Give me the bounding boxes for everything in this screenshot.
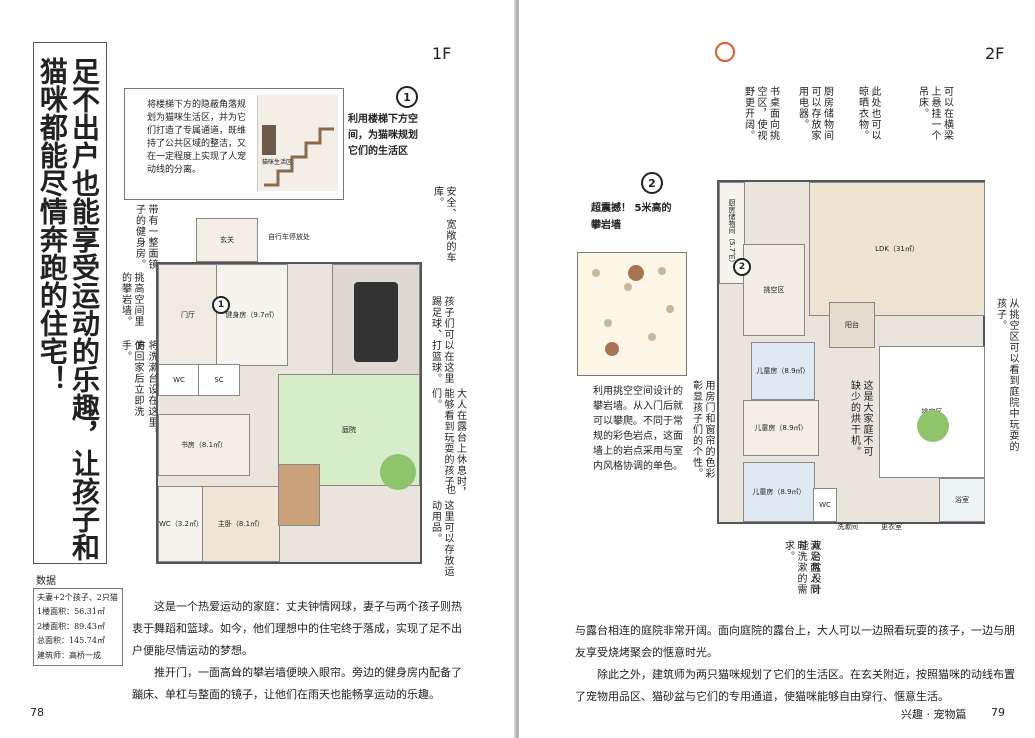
callout1-num: 1	[396, 86, 418, 108]
tree-icon-2f	[917, 410, 949, 442]
room-terrace: 阳台	[829, 302, 875, 348]
note-wash-2: 便回家后立即洗手。	[119, 340, 144, 417]
room-study: 书房（8.1㎡）	[158, 414, 250, 476]
room-master: 主卧（8.1㎡）	[202, 486, 280, 562]
room-kid3: 儿童房（8.9㎡）	[743, 462, 815, 522]
room-wc2: WC（3.2㎡）	[158, 486, 204, 562]
note-hammock: 可以在横梁上悬挂一个吊床。	[916, 86, 953, 141]
body-left-2: 推开门，一面高耸的攀岩墙便映入眼帘。旁边的健身房内配备了蹦床、单杠与整面的镜子，…	[132, 666, 462, 701]
callout1-text: 将楼梯下方的隐蔽角落规划为猫咪生活区，并为它们打造了专属通道，既维持了公共区域的…	[147, 100, 247, 175]
label-wash: 洗漱间	[837, 523, 858, 531]
main-title: 足不出户也能享受运动的乐趣，让孩子和猫咪都能尽情奔跑的住宅！	[35, 57, 101, 561]
body-left-1: 这是一个热爱运动的家庭：丈夫钟情网球，妻子与两个孩子则热衷于舞蹈和篮球。如今，他…	[132, 600, 462, 657]
car-icon	[354, 282, 398, 362]
climbing-holds-icon	[592, 265, 674, 356]
data-total-area: 总面积：145.74㎡	[37, 636, 105, 646]
callout1-heading: 利用楼梯下方空间，为猫咪规划它们的生活区	[348, 114, 418, 157]
room-kid1: 儿童房（8.9㎡）	[751, 342, 815, 400]
plan-marker-2: 2	[733, 258, 751, 276]
note-wash-1: 将洗漱台设在这里，方	[133, 340, 158, 439]
room-bike: 自行车停放处	[268, 233, 310, 241]
note-void-view: 从挑空区可以看到庭院中玩耍的孩子。	[994, 298, 1019, 452]
note-pantry: 厨房储物间可以存放家用电器。	[796, 86, 833, 141]
note-garage: 安全、宽敞的车库。	[431, 186, 456, 263]
room-hall: 门厅	[158, 264, 218, 366]
label-closet: 更衣室	[881, 523, 902, 531]
note-kids-play: 孩子们可以在这里踢足球、打篮球。	[429, 296, 454, 384]
data-2f-area: 2楼面积：89.43㎡	[37, 621, 105, 631]
body-right-2: 除此之外，建筑师为两只猫咪规划了它们的生活区。在玄关附近，按照猫咪的动线布置了宠…	[575, 668, 1015, 703]
data-box: 夫妻+2个孩子、2只猫 1楼面积：56.31㎡ 2楼面积：89.43㎡ 总面积：…	[33, 588, 123, 666]
room-void: 挑空区	[743, 244, 805, 336]
callout2-heading: 超震撼！ 5米高的攀岩墙	[591, 203, 672, 231]
climb-wall-illustration	[577, 252, 687, 376]
room-sc: SC	[198, 364, 240, 396]
room-wc-2f: WC	[813, 488, 837, 522]
floorplan-2f: 厨房储物间（5.7㎡） 挑空区 LDK（31㎡） 阳台 儿童房（8.9㎡） 儿童…	[717, 180, 985, 524]
room-gym: 健身房（9.7㎡）	[216, 264, 288, 366]
note-climb-wall: 挑高空间里的攀岩墙。	[119, 272, 144, 327]
room-ldk: LDK（31㎡）	[809, 182, 985, 316]
note-kids-color: 用房门和窗帘的色彩彰显孩子们的个性。	[690, 380, 715, 479]
floorplan-1f: 门厅 健身房（9.7㎡） 车库 WC SC 书房（8.1㎡） 庭院 WC（3.2…	[156, 262, 422, 564]
note-laundry: 此处也可以晾晒衣物。	[856, 86, 881, 141]
title-box: 足不出户也能享受运动的乐趣，让孩子和猫咪都能尽情奔跑的住宅！	[33, 42, 107, 564]
room-entry: 玄关	[196, 218, 258, 262]
callout2-num: 2	[641, 172, 663, 194]
section-badge-icon	[715, 42, 735, 62]
cat-area-label: 猫咪生活区	[262, 159, 293, 166]
note-gym-mirror: 带有一整面镜子的健身房。	[133, 204, 158, 270]
floor-label-1f: 1F	[432, 44, 452, 63]
deck-terrace	[278, 464, 320, 526]
room-bath: 浴室	[939, 478, 985, 522]
callout2-text: 利用挑空空间设计的攀岩墙。从入门后就可以攀爬。不同于常规的彩色岩点，这面墙上的岩…	[593, 386, 683, 472]
stairs-icon	[262, 125, 334, 187]
floor-label-2f: 2F	[985, 44, 1005, 63]
note-storage: 这里可以存放运动用品。	[429, 500, 454, 577]
page-left: 足不出户也能享受运动的乐趣，让孩子和猫咪都能尽情奔跑的住宅！ 1F 将楼梯下方的…	[0, 0, 516, 738]
book-gutter	[514, 0, 521, 738]
body-right-1: 与露台相连的庭院非常开阔。面向庭院的露台上，大人可以一边照看玩耍的孩子，一边与朋…	[575, 624, 1015, 659]
data-1f-area: 1楼面积：56.31㎡	[37, 607, 105, 617]
note-double-sink-2: 双台盆设计能	[796, 540, 821, 595]
data-architect: 建筑师：高桥一成	[37, 650, 101, 660]
footer-section: 兴趣 · 宠物篇	[901, 708, 967, 721]
note-terrace-watch: 大人在露台上休息时，能够看到玩耍的孩子们。	[429, 388, 466, 498]
plan-marker-1: 1	[212, 296, 230, 314]
data-label: 数据	[36, 576, 56, 587]
data-family: 夫妻+2个孩子、2只猫	[37, 593, 118, 602]
page-number-left: 78	[30, 706, 44, 719]
tree-icon	[380, 454, 416, 490]
note-dryer: 这是大家庭不可缺少的烘干机。	[848, 380, 873, 457]
page-right: 2F 书桌面向挑空区，使视野更开阔。 厨房储物间可以存放家用电器。 此处也可以晾…	[519, 0, 1035, 738]
room-wc: WC	[158, 364, 200, 396]
callout1-photo-box: 将楼梯下方的隐蔽角落规划为猫咪生活区，并为它们打造了专属通道，既维持了公共区域的…	[124, 88, 344, 200]
note-desk: 书桌面向挑空区，使视野更开阔。	[742, 86, 779, 141]
room-kid2: 儿童房（8.9㎡）	[743, 400, 819, 456]
page-number-right: 79	[991, 706, 1005, 719]
note-also: 也	[443, 484, 455, 495]
stair-illustration: 猫咪生活区	[257, 95, 338, 191]
note-double-sink-1: 满足两人同时洗漱的需求。	[782, 540, 819, 595]
